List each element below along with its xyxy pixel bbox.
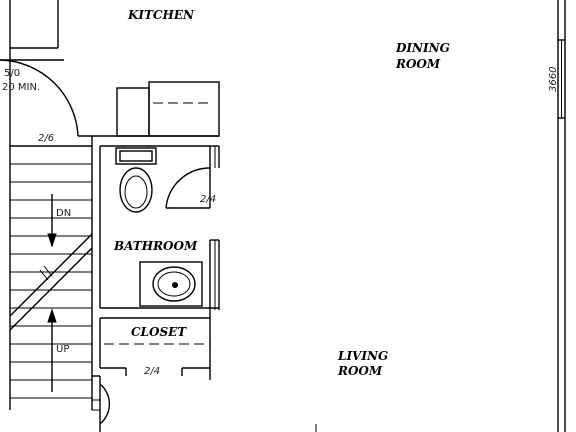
bathroom-walls xyxy=(99,145,220,380)
staircase xyxy=(9,146,93,410)
bathroom-label: BATHROOM xyxy=(113,239,198,253)
down-arrow xyxy=(47,194,57,248)
kitchen-upper-walls xyxy=(9,0,59,60)
toilet-icon xyxy=(115,147,157,213)
stair-down-label: DN xyxy=(56,208,71,219)
kitchen-counter xyxy=(78,81,220,137)
living-room-label-line2: ROOM xyxy=(337,364,383,378)
closet-door-size: 2/4 xyxy=(144,366,160,377)
bath-door-size: 2/4 xyxy=(200,194,216,205)
stair-door xyxy=(9,136,93,147)
kitchen-label: KITCHEN xyxy=(127,8,195,22)
stair-door-size: 2/6 xyxy=(38,133,54,144)
fridge-size-label: 5/0 xyxy=(4,68,20,79)
dining-room-label-line2: ROOM xyxy=(395,57,441,71)
stair-up-label: UP xyxy=(56,344,69,355)
kitchen-arc-door xyxy=(0,59,79,137)
dining-room-label-line1: DINING xyxy=(395,41,450,55)
right-exterior-wall xyxy=(557,0,566,432)
fridge-clearance-label: 20 MIN. xyxy=(2,82,40,93)
closet xyxy=(99,317,210,376)
wall-dimension: 3660 xyxy=(548,67,559,92)
living-room-label-line1: LIVING xyxy=(337,349,388,363)
up-arrow xyxy=(47,308,57,392)
sink-icon xyxy=(139,261,203,307)
closet-label: CLOSET xyxy=(131,325,187,339)
lower-wall xyxy=(91,375,111,432)
bathroom-door xyxy=(165,167,211,209)
